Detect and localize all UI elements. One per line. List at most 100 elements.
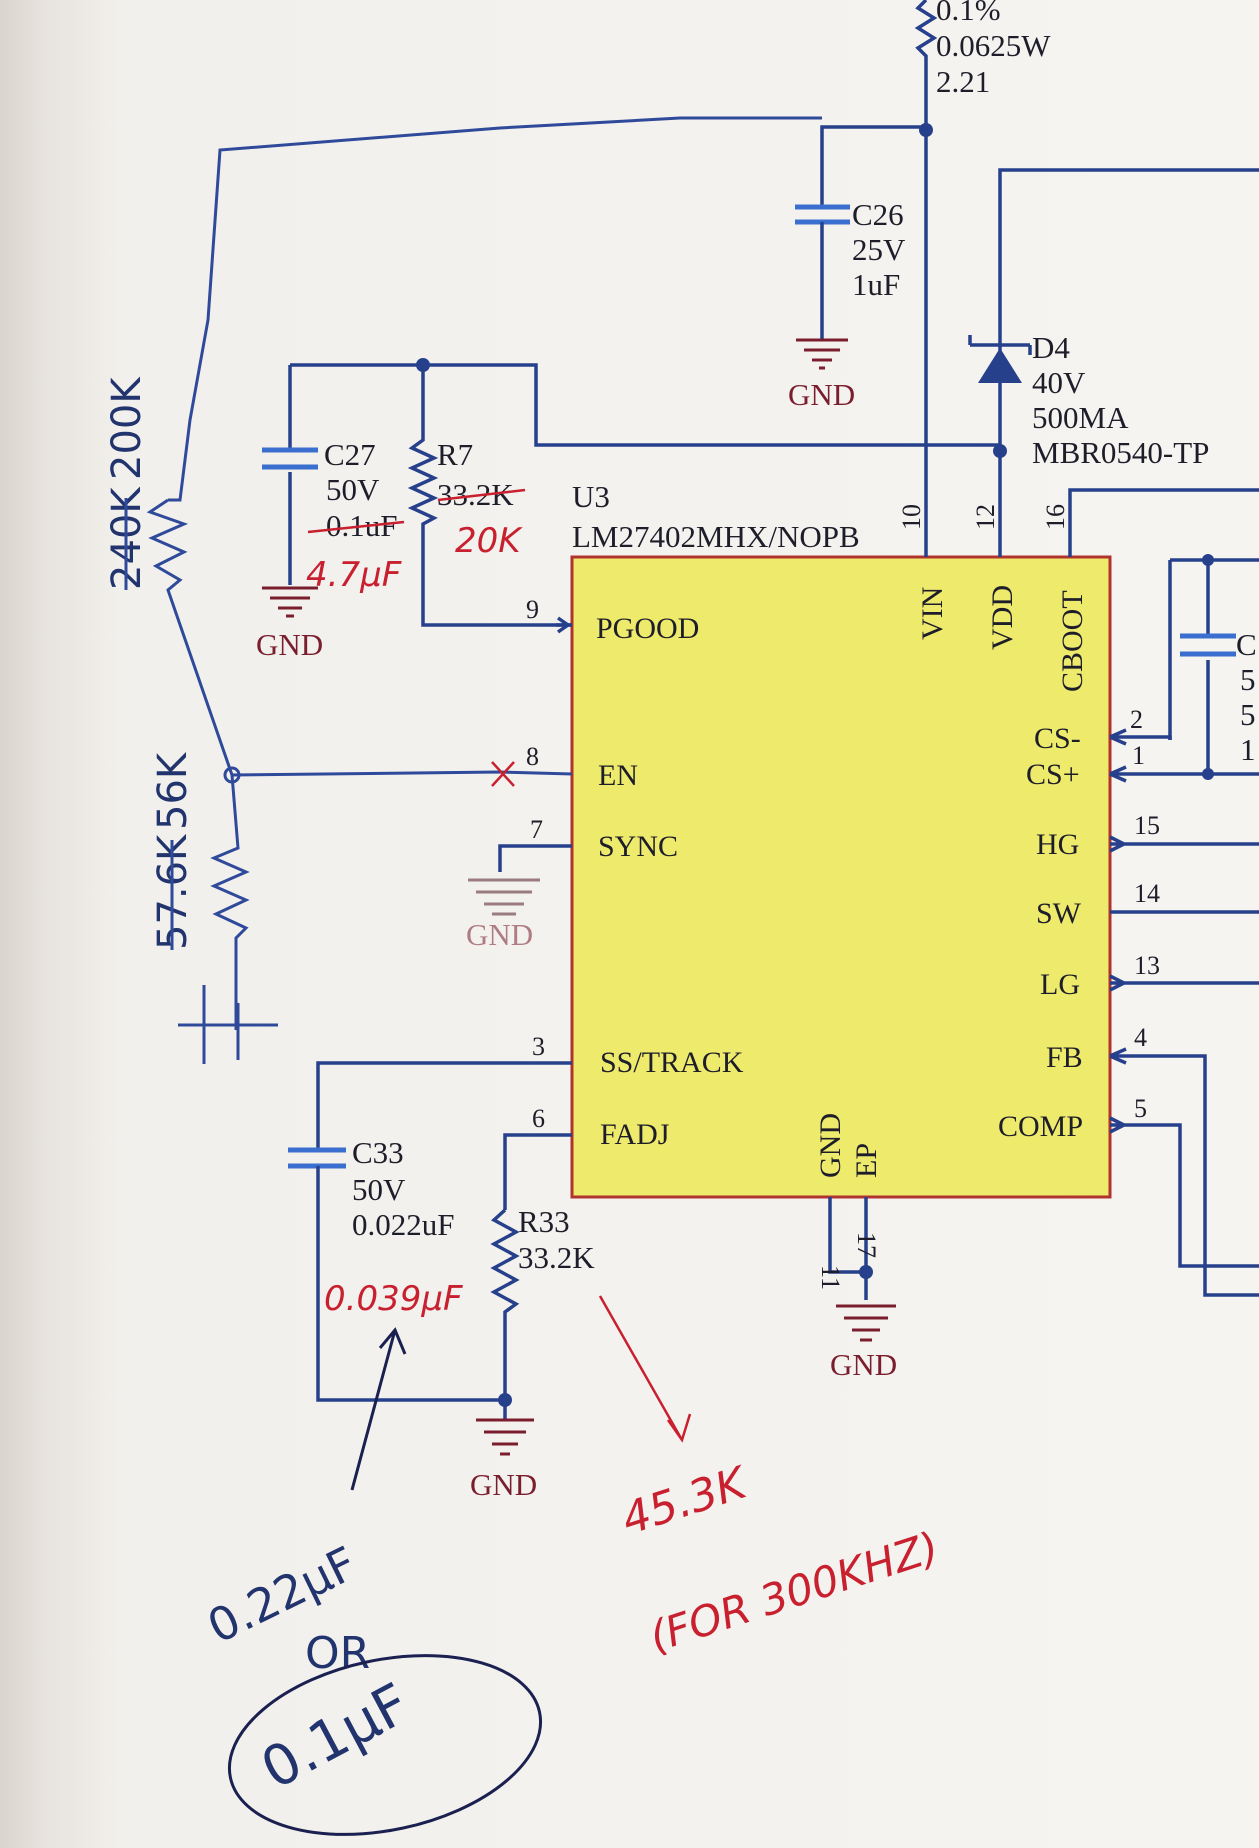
c26-top-wire [820,125,926,207]
pin-vdd-name: VDD [986,585,1019,650]
hand-r33-note: 45.3K (FOR 300KHZ) [616,1457,945,1662]
cs-plus-wire [1109,765,1259,783]
pin-fadj-num: 6 [532,1104,545,1133]
d4-part: MBR0540-TP [1032,435,1209,470]
d4-ref: D4 [1032,330,1070,365]
c33-new-value: 0.039μF [324,1279,463,1319]
pin-pgood-name: PGOOD [596,612,699,645]
hg-wire [1109,835,1259,853]
r33-symbol [490,1208,520,1420]
pin-sync-num: 7 [530,815,543,844]
pin-comp-name: COMP [998,1110,1083,1143]
hand-c33-option2: 0.1μF [251,1671,420,1802]
pin-cs-minus-num: 2 [1130,705,1143,734]
c33-wire [316,1166,505,1402]
pin-fadj-name: FADJ [600,1118,670,1151]
sync-wire [498,844,572,872]
c27-gnd-icon [262,586,318,618]
ss-track-wire [316,1061,572,1148]
u3-gnd-label: GND [830,1347,897,1382]
pin-sync-name: SYNC [598,830,678,863]
d4-current: 500MA [1032,400,1129,435]
pin-en-name: EN [598,759,638,792]
u3-part: LM27402MHX/NOPB [572,519,860,554]
pin-gnd-num: 11 [816,1265,845,1290]
r33-ref: R33 [518,1204,570,1239]
c26-voltage: 25V [852,232,906,267]
right-cap-symbol [1180,633,1236,657]
r33-gnd-icon [476,1418,534,1456]
c26-symbol [795,204,850,225]
vdd-wire [998,168,1259,557]
hand-c33-options: 0.22μF OR 0.1μF [199,1536,543,1836]
gnd-ep-junction [859,1265,873,1279]
right-cap-wire [1168,558,1259,774]
pin-ep-num: 17 [852,1232,881,1258]
sync-gnd-label: GND [466,917,533,952]
hand-blue-arrow-icon [350,1327,407,1491]
pin-pgood-num: 9 [526,595,539,624]
pin-cboot-name: CBOOT [1056,590,1089,692]
r7-new-value: 20K [455,521,523,561]
pin-gnd-name: GND [814,1113,847,1178]
top-resistor-value: 2.21 [936,64,990,99]
r7-strike [437,488,526,502]
c26-gnd-icon [796,338,848,370]
c33-value: 0.022uF [352,1207,455,1242]
u3-ref: U3 [572,479,610,514]
c26-value: 1uF [852,267,900,302]
right-cap-line2: 5 [1240,697,1256,732]
pin-hg-num: 15 [1134,811,1160,840]
hand-wire-vin-to-divider [168,116,822,502]
pin-vin-num: 10 [897,504,926,530]
u3-body [570,555,1112,1199]
d4-junction [993,444,1007,458]
c26-gnd-label: GND [788,377,855,412]
c33-symbol [288,1147,346,1169]
pin-comp-num: 5 [1134,1094,1147,1123]
pin-ss-track-num: 3 [532,1032,545,1061]
r33-value: 33.2K [518,1240,595,1275]
top-resistor-power: 0.0625W [936,28,1051,63]
top-resistor-symbol [914,0,938,75]
pin-lg-num: 13 [1134,951,1160,980]
r7-symbol [407,365,572,627]
hand-red-arrow-icon [598,1295,692,1443]
pin-cs-plus-num: 1 [1132,741,1145,770]
right-cap-line3: 1 [1240,732,1256,767]
lg-wire [1109,974,1259,992]
hand-r-bot-new: 56K [150,751,196,830]
pin-en-num: 8 [526,742,539,771]
r7-top-wire [290,363,1000,447]
d4-diode-icon [978,348,1022,383]
pin-fb-num: 4 [1134,1023,1147,1052]
pin-ss-track-name: SS/TRACK [600,1046,744,1079]
vin-junction [919,123,933,137]
c33-voltage: 50V [352,1172,406,1207]
right-cap-ref: C [1236,627,1257,662]
right-cap-junction-top [1202,554,1214,566]
en-hand-wire [231,770,573,777]
pin-cs-minus-name: CS- [1034,722,1081,755]
c27-voltage: 50V [326,472,380,507]
pin-cs-plus-name: CS+ [1026,758,1080,791]
pin-ep-name: EP [850,1143,883,1178]
pin-sw-name: SW [1036,897,1082,930]
pin-sw-num: 14 [1134,879,1160,908]
c27-new-value: 4.7μF [306,555,402,595]
c33-ref: C33 [352,1135,404,1170]
pin-hg-name: HG [1036,828,1079,861]
fadj-wire [503,1133,572,1210]
right-cap-line1: 5 [1240,662,1256,697]
c27-symbol [262,447,318,470]
hand-divider-top-resistor [146,498,234,776]
fb-wire [1109,1047,1259,1297]
en-cross-icon [491,761,515,787]
cboot-wire [1068,488,1259,557]
pin-vdd-num: 12 [971,504,1000,530]
r7-ref: R7 [437,437,473,472]
hand-r33-new: 45.3K [616,1457,755,1546]
top-resistor-tolerance: 0.1% [936,0,1001,27]
